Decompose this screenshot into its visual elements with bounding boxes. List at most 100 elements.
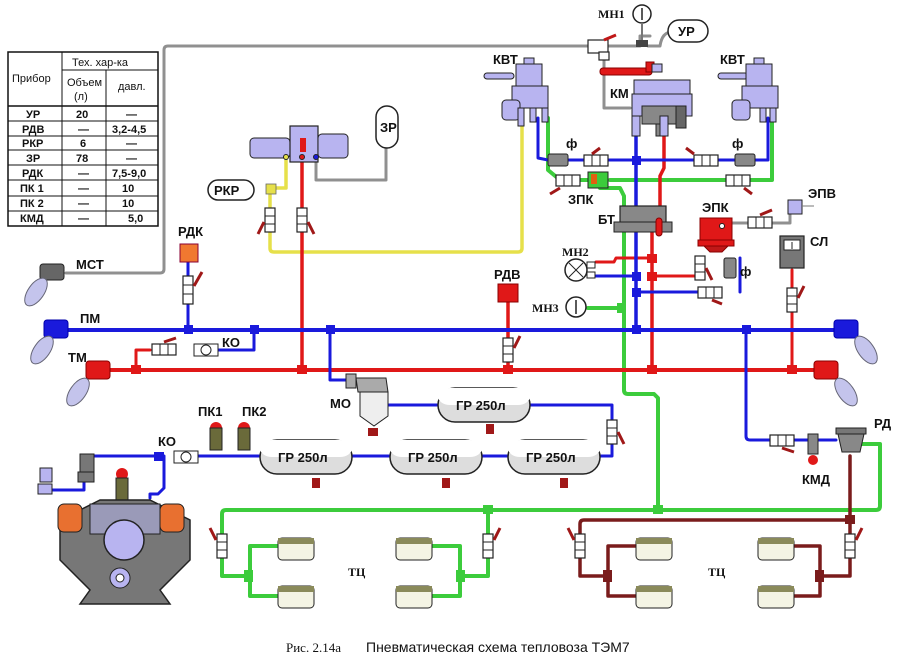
label-rkr: РКР (214, 183, 240, 198)
rkr-reservoir (207, 179, 255, 201)
table-cell-pressure: — (126, 109, 137, 121)
kvt-left-brake-valve[interactable] (483, 57, 549, 127)
valve-handle[interactable] (697, 286, 723, 306)
drain-cock[interactable] (312, 424, 568, 488)
ko-check-valve-top (193, 343, 219, 357)
label-rdk: РДК (178, 224, 203, 239)
epk-autostop-valve[interactable] (697, 217, 735, 253)
label-epk: ЭПК (702, 200, 729, 215)
rdv-pressure-regulator (497, 283, 519, 303)
table-cell-pressure: 3,2-4,5 (112, 124, 146, 136)
table-cell-volume: — (78, 124, 89, 136)
zr-spare-reservoir (375, 105, 399, 149)
specs-table: Прибор Тех. хар-ка Объем (л) давл. УР 20… (7, 51, 159, 227)
filter-icon (547, 153, 756, 279)
bt-brake-block[interactable] (613, 205, 673, 237)
table-cell-device: ПК 2 (20, 198, 44, 210)
label-rd: РД (874, 416, 892, 431)
label-kvt-left: КВТ (493, 52, 518, 67)
table-row: ПК 1 — 10 (20, 183, 134, 195)
tm-right-hose-cock[interactable] (813, 360, 862, 410)
valve-handle[interactable] (694, 255, 714, 281)
valve-handle[interactable] (587, 33, 617, 61)
table-cell-volume: — (78, 213, 89, 225)
valve-handle[interactable] (747, 208, 773, 229)
km-driver-brake-valve[interactable] (599, 61, 693, 137)
label-epv: ЭПВ (808, 186, 836, 201)
table-cell-volume: — (78, 198, 89, 210)
table-cell-device: РДВ (22, 124, 44, 136)
table-cell-volume: 20 (76, 109, 88, 121)
valve-handle[interactable] (685, 146, 719, 167)
label-mn1: МН1 (598, 7, 625, 21)
label-mn3: МН3 (532, 301, 559, 315)
label-gr-3: ГР 250л (526, 450, 576, 465)
valve-handle[interactable] (583, 146, 609, 167)
brake-cylinder (635, 585, 673, 609)
tm-hose-cock[interactable] (62, 360, 111, 410)
valve-handle[interactable] (786, 285, 806, 313)
valve-handle[interactable] (256, 207, 276, 235)
label-zpk: ЗПК (568, 192, 593, 207)
main-reservoir (389, 439, 483, 475)
valve-handle[interactable] (549, 174, 581, 196)
zpk-valve[interactable] (587, 171, 609, 189)
table-header-group: Тех. хар-ка (72, 57, 129, 69)
table-cell-device: ЗР (26, 153, 40, 165)
valve-handle[interactable] (725, 174, 753, 196)
valve-handle[interactable] (182, 271, 204, 305)
kvt-right-brake-valve[interactable] (717, 57, 779, 123)
table-cell-volume: — (78, 168, 89, 180)
table-cell-pressure: 7,5-9,0 (112, 168, 146, 180)
label-gr-1: ГР 250л (278, 450, 328, 465)
table-cell-device: РКР (22, 138, 43, 150)
valve-handle[interactable] (606, 419, 626, 445)
main-reservoir (437, 387, 531, 423)
valve-handle[interactable] (151, 336, 177, 356)
label-kvt-right: КВТ (720, 52, 745, 67)
valve-handle[interactable] (482, 527, 502, 559)
table-row: КМД — 5,0 (20, 213, 143, 225)
label-ko-bottom: КО (158, 434, 176, 449)
brake-cylinder (757, 585, 795, 609)
label-tc-left: ТЦ (348, 565, 366, 579)
table-cell-pressure: — (126, 153, 137, 165)
label-tc-right: ТЦ (708, 565, 726, 579)
brake-cylinder (395, 585, 433, 609)
label-filter-2: ф (732, 136, 743, 151)
mn2-pressure-gauge (564, 258, 596, 282)
table-cell-pressure: 10 (122, 183, 134, 195)
air-distributor[interactable] (249, 125, 349, 163)
table-cell-volume: 6 (80, 138, 86, 150)
valve-handle[interactable] (296, 207, 316, 235)
table-header-volume-unit: (л) (74, 91, 88, 103)
valve-handle[interactable] (566, 527, 586, 559)
caption-prefix: Рис. 2.14а (286, 640, 341, 655)
table-cell-volume: — (78, 183, 89, 195)
table-row: ЗР 78 — (26, 153, 137, 165)
table-header-volume: Объем (67, 77, 102, 89)
pm-right-hose-cock[interactable] (833, 319, 882, 368)
valve-handle[interactable] (769, 434, 795, 454)
pm-hose-cock[interactable] (26, 319, 69, 368)
kmd-reducer (807, 433, 819, 465)
table-cell-volume: 78 (76, 153, 88, 165)
table-cell-device: РДК (22, 168, 43, 180)
table-row: УР 20 — (26, 109, 137, 121)
table-cell-device: КМД (20, 213, 44, 225)
pk1-safety-valve (209, 422, 223, 451)
valve-handle[interactable] (208, 527, 228, 559)
table-header-pressure: давл. (118, 81, 146, 93)
label-pk2: ПК2 (242, 404, 267, 419)
table-cell-pressure: 5,0 (128, 213, 143, 225)
main-reservoir (507, 439, 601, 475)
label-ko-top: КО (222, 335, 240, 350)
valve-handle[interactable] (844, 527, 864, 559)
brake-cylinder (635, 537, 673, 561)
valve-handle[interactable] (502, 335, 522, 363)
mst-hose-cock[interactable] (20, 263, 65, 310)
epv-valve (787, 199, 814, 215)
label-ur: УР (678, 24, 695, 39)
table-row: РДВ — 3,2-4,5 (22, 124, 146, 136)
brake-cylinder (277, 585, 315, 609)
